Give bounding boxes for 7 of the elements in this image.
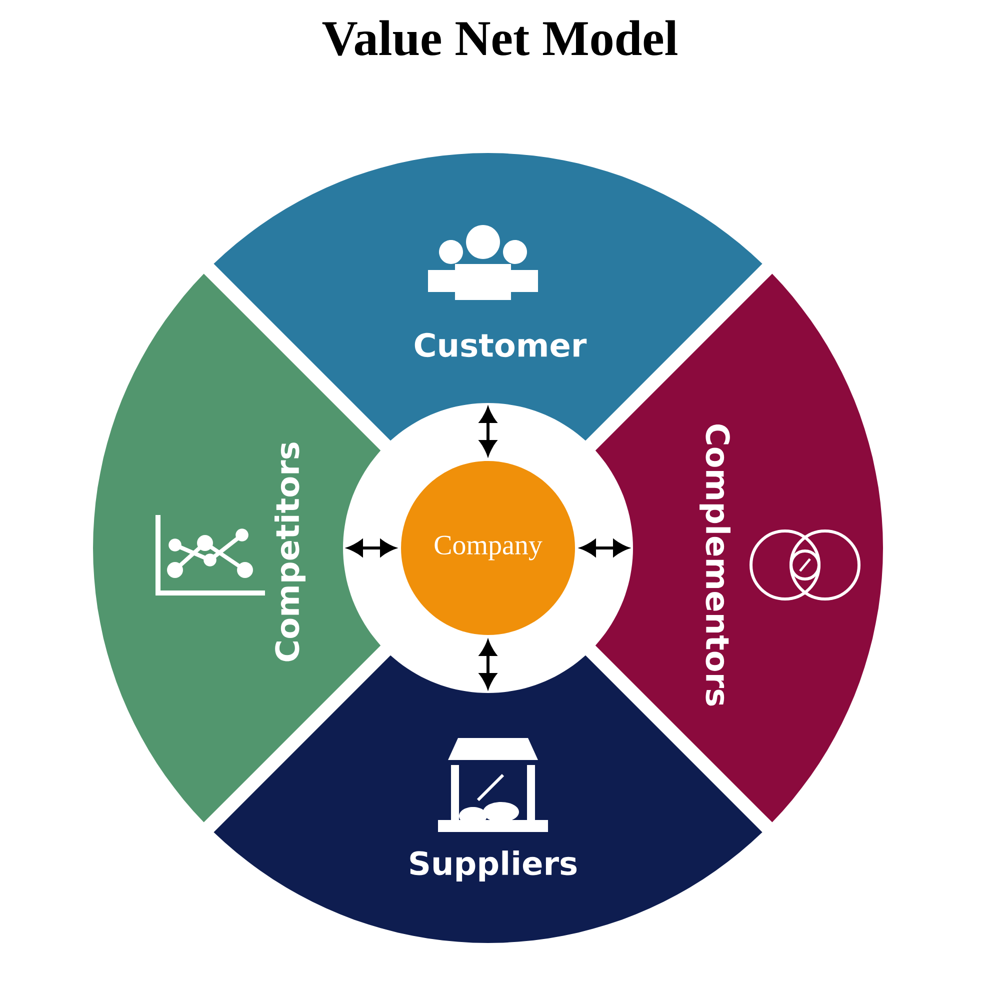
puzzle-segment: Competitors	[93, 274, 381, 822]
double-arrow	[580, 540, 628, 556]
puzzle-segment: Complementors	[595, 274, 884, 822]
double-arrow	[348, 540, 396, 556]
double-arrow	[480, 408, 496, 456]
title: Value Net Model	[322, 20, 678, 56]
double-arrow	[480, 640, 496, 688]
